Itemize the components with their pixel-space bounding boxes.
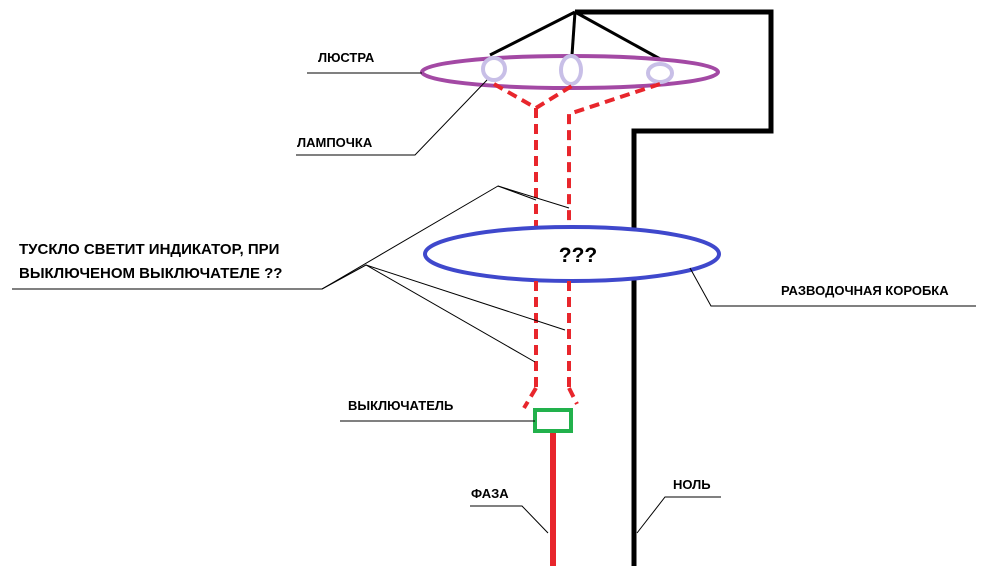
phase-label: ФАЗА (471, 486, 509, 501)
junction-box-mark: ??? (559, 244, 597, 267)
bulb-label: ЛАМПОЧКА (297, 135, 373, 150)
switch-box (533, 408, 573, 433)
bulb-icon (559, 54, 583, 86)
question-line-1: ТУСКЛО СВЕТИТ ИНДИКАТОР, ПРИ (19, 241, 279, 258)
switch-wires-dashed (522, 281, 579, 410)
bulbs (481, 54, 674, 86)
chandelier-label: ЛЮСТРА (318, 50, 375, 65)
bulb-icon (481, 56, 507, 82)
junction-box-label: РАЗВОДОЧНАЯ КОРОБКА (781, 283, 949, 298)
chandelier-suspension (489, 10, 663, 62)
neutral-label: НОЛЬ (673, 477, 711, 492)
bulb-icon (646, 62, 674, 84)
leader-lines (12, 72, 976, 534)
lamp-wires-dashed (493, 82, 661, 229)
switch-label: ВЫКЛЮЧАТЕЛЬ (348, 398, 453, 413)
question-line-2: ВЫКЛЮЧЕНОМ ВЫКЛЮЧАТЕЛЕ ?? (19, 265, 282, 282)
junction-box (423, 225, 721, 283)
